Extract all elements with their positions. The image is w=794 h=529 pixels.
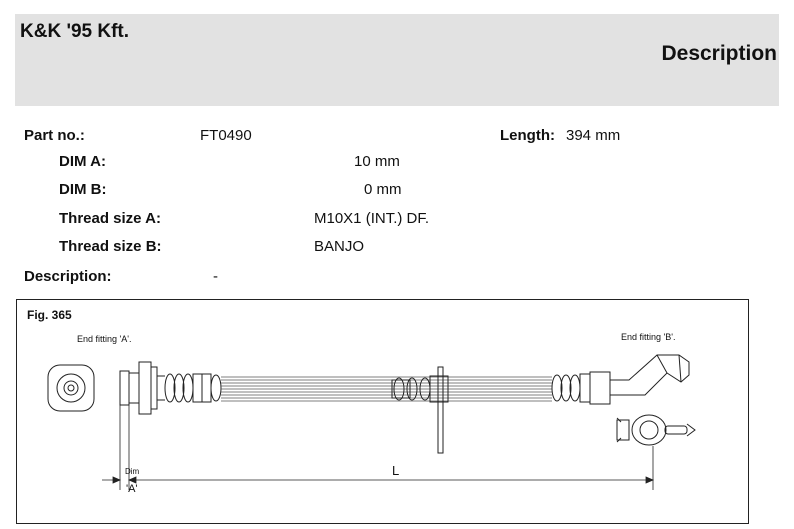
description-label: Description: — [24, 268, 112, 285]
hose-diagram: End fitting 'A'. End fitting 'B'. Dim 'A… — [47, 332, 696, 495]
figure-box: Fig. 365 — [16, 299, 749, 524]
length-symbol: L — [392, 463, 399, 478]
thread-a-value: M10X1 (INT.) DF. — [314, 210, 430, 227]
crimp-b — [551, 371, 611, 405]
crimp-a — [164, 373, 222, 403]
dim-caption: Dim — [125, 467, 140, 476]
fitting-b-banjo — [616, 414, 696, 446]
figure-label: Fig. 365 — [27, 308, 72, 322]
dim-a-label: DIM A: — [59, 153, 106, 170]
length-value: 394 mm — [566, 127, 621, 144]
dimension-lines — [102, 400, 655, 490]
fitting-b-caption: End fitting 'B'. — [621, 332, 675, 342]
dim-a-value: 10 mm — [354, 153, 400, 170]
part-no-label: Part no.: — [24, 127, 85, 144]
fitting-a-front-view — [47, 364, 95, 412]
page-title: Description — [661, 42, 777, 65]
fitting-a-caption: End fitting 'A'. — [77, 334, 131, 344]
thread-b-value: BANJO — [314, 238, 365, 255]
dim-a-caption: 'A' — [126, 483, 138, 495]
length-label: Length: — [500, 127, 555, 144]
brand-name: K&K '95 Kft. — [20, 21, 130, 42]
part-no-value: FT0490 — [200, 127, 252, 144]
mounting-bracket — [391, 366, 449, 454]
thread-a-label: Thread size A: — [59, 210, 161, 227]
dim-b-label: DIM B: — [59, 181, 107, 198]
header-banner: K&K '95 Kft. Description — [15, 14, 779, 106]
fitting-a-side-view — [119, 361, 165, 415]
hose-body — [221, 376, 552, 402]
description-value: - — [213, 268, 218, 285]
dim-b-value: 0 mm — [364, 181, 402, 198]
thread-b-label: Thread size B: — [59, 238, 162, 255]
fitting-b-pipe — [610, 354, 690, 396]
